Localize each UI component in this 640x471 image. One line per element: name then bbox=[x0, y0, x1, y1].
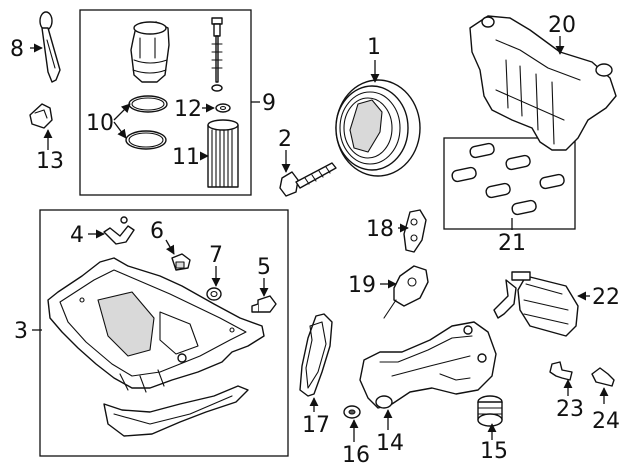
callout-24: 24 bbox=[592, 409, 620, 434]
callout-21: 21 bbox=[498, 231, 526, 256]
intake-gaskets-part bbox=[451, 142, 565, 216]
callout-13: 13 bbox=[36, 149, 64, 174]
callout-22: 22 bbox=[592, 285, 620, 310]
chain-tensioner-part bbox=[403, 209, 427, 253]
callout-20: 20 bbox=[548, 13, 576, 38]
callout-16: 16 bbox=[342, 443, 370, 468]
callout-1: 1 bbox=[367, 35, 381, 60]
drain-plug-part bbox=[211, 17, 223, 92]
washer-part bbox=[215, 103, 231, 113]
callout-18: 18 bbox=[366, 217, 394, 242]
oil-seal-part bbox=[477, 395, 503, 427]
callout-3: 3 bbox=[14, 319, 28, 344]
filter-oring-lower-part bbox=[125, 130, 167, 150]
leader-10a bbox=[113, 103, 131, 121]
chain-guide-part bbox=[383, 265, 429, 319]
filter-oring-upper-part bbox=[128, 95, 168, 113]
crank-pulley-part bbox=[335, 79, 421, 177]
oil-cooler-part bbox=[493, 271, 579, 337]
callout-14: 14 bbox=[376, 431, 404, 456]
oil-pan-part bbox=[47, 257, 265, 393]
callout-7: 7 bbox=[209, 243, 223, 268]
callout-6: 6 bbox=[150, 219, 164, 244]
oil-pan-sensor-part bbox=[171, 253, 191, 271]
oil-filter-element-part bbox=[207, 119, 239, 188]
oil-pan-baffle-part bbox=[103, 385, 249, 437]
stud-bolt-part bbox=[591, 367, 615, 387]
intake-manifold-part bbox=[469, 15, 617, 151]
oil-pump-part bbox=[359, 321, 497, 409]
cooler-bolt-part bbox=[549, 361, 573, 381]
callout-2: 2 bbox=[278, 127, 292, 152]
pulley-bolt-part bbox=[279, 162, 337, 197]
leader-10b bbox=[113, 121, 127, 139]
pipe-bracket-part bbox=[103, 216, 135, 245]
pump-washer-part bbox=[343, 405, 361, 419]
oil-pump-chain-part bbox=[299, 313, 333, 397]
gasket-group-box bbox=[443, 137, 576, 230]
callout-17: 17 bbox=[302, 413, 330, 438]
callout-11: 11 bbox=[172, 145, 200, 170]
oil-level-sensor-part bbox=[206, 287, 222, 301]
callout-12: 12 bbox=[174, 97, 202, 122]
callout-23: 23 bbox=[556, 397, 584, 422]
callout-15: 15 bbox=[480, 439, 508, 464]
oil-pan-group-box bbox=[39, 209, 289, 457]
filter-housing-cap-part bbox=[130, 21, 170, 83]
dipstick-part bbox=[39, 11, 61, 83]
drain-valve-part bbox=[251, 295, 277, 313]
callout-9: 9 bbox=[262, 91, 276, 116]
callout-4: 4 bbox=[70, 223, 84, 248]
callout-5: 5 bbox=[257, 255, 271, 280]
oil-sensor-part bbox=[29, 103, 53, 129]
leader-6 bbox=[165, 239, 175, 255]
callout-10: 10 bbox=[86, 111, 114, 136]
callout-19: 19 bbox=[348, 273, 376, 298]
callout-8: 8 bbox=[10, 37, 24, 62]
